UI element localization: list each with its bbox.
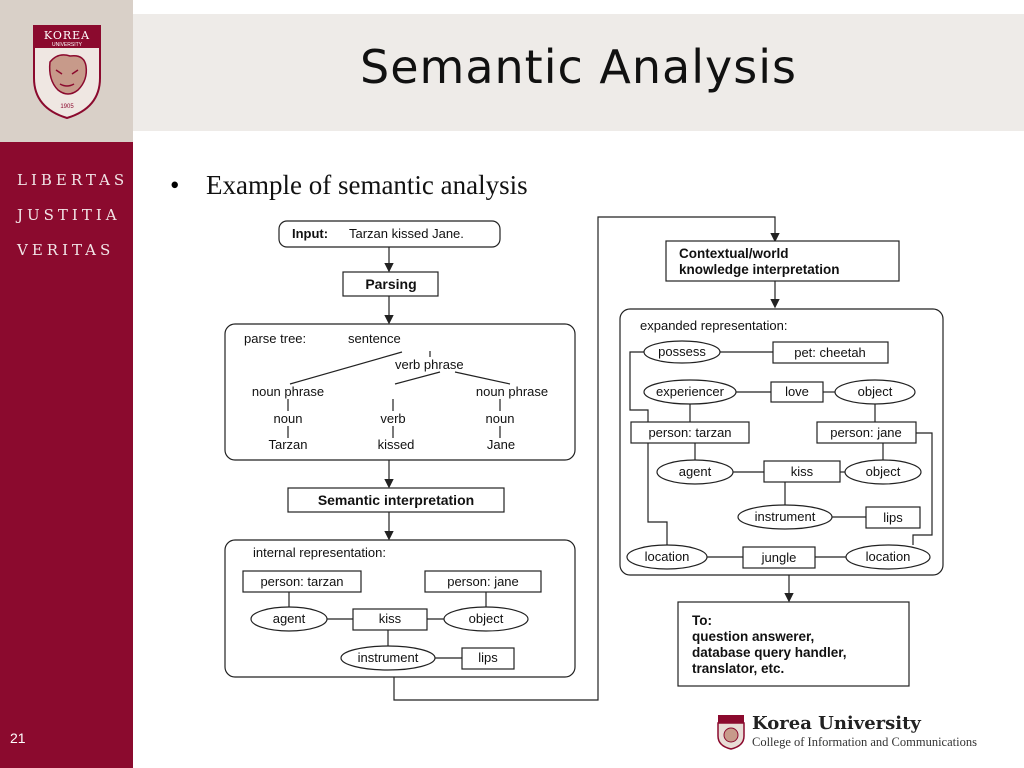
bullet-marker: •	[170, 170, 180, 200]
semantic-interpretation-box	[287, 487, 505, 513]
crest-sub-text: UNIVERSITY	[52, 42, 83, 48]
bullet-text: Example of semantic analysis	[206, 170, 528, 200]
internal-person-jane: person: jane	[447, 574, 519, 589]
parse-tree-panel	[224, 323, 576, 461]
logo-panel: KOREA UNIVERSITY 1905	[0, 0, 133, 142]
input-label: Input:	[292, 226, 328, 241]
to-line-3: database query handler,	[692, 645, 847, 660]
internal-representation-label: internal representation:	[253, 545, 386, 560]
expanded-instrument: instrument	[755, 509, 816, 524]
expanded-location-1: location	[645, 549, 690, 564]
expanded-object-2: object	[866, 464, 901, 479]
node-noun-1: noun	[274, 411, 303, 426]
to-line-2: question answerer,	[692, 629, 814, 644]
internal-kiss: kiss	[379, 611, 402, 626]
expanded-possess: possess	[658, 344, 706, 359]
expanded-object-1: object	[858, 384, 893, 399]
expanded-kiss: kiss	[791, 464, 814, 479]
node-tarzan: Tarzan	[268, 437, 307, 452]
motto-veritas: VERITAS	[17, 241, 115, 259]
motto-justitia: JUSTITIA	[17, 206, 121, 224]
contextual-line-1: Contextual/world	[679, 246, 789, 261]
expanded-agent: agent	[679, 464, 712, 479]
university-crest-icon: KOREA UNIVERSITY 1905	[33, 25, 101, 120]
footer-college-name: College of Information and Communication…	[752, 735, 977, 749]
internal-agent: agent	[273, 611, 306, 626]
internal-object: object	[469, 611, 504, 626]
crest-year: 1905	[60, 104, 74, 110]
expanded-pet-cheetah: pet: cheetah	[794, 345, 866, 360]
node-noun-2: noun	[486, 411, 515, 426]
parsing-label: Parsing	[365, 276, 416, 292]
motto-libertas: LIBERTAS	[17, 171, 129, 189]
contextual-box	[665, 240, 900, 282]
footer-crest-icon	[717, 715, 745, 750]
expanded-jungle: jungle	[761, 550, 797, 565]
expanded-person-jane: person: jane	[830, 425, 902, 440]
expanded-person-tarzan: person: tarzan	[648, 425, 731, 440]
slide-title: Semantic Analysis	[360, 40, 797, 94]
semantic-interpretation-label: Semantic interpretation	[318, 492, 474, 508]
node-noun-phrase-1: noun phrase	[252, 384, 324, 399]
expanded-location-2: location	[866, 549, 911, 564]
header-band	[133, 14, 1024, 131]
internal-instrument: instrument	[358, 650, 419, 665]
node-jane: Jane	[487, 437, 515, 452]
input-text: Tarzan kissed Jane.	[349, 226, 464, 241]
expanded-representation-label: expanded representation:	[640, 318, 787, 333]
node-noun-phrase-2: noun phrase	[476, 384, 548, 399]
internal-person-tarzan: person: tarzan	[260, 574, 343, 589]
node-verb: verb	[380, 411, 405, 426]
expanded-experiencer: experiencer	[656, 384, 725, 399]
expanded-lips: lips	[883, 510, 903, 525]
to-box	[677, 601, 910, 687]
contextual-line-2: knowledge interpretation	[679, 262, 840, 277]
slide-number: 21	[10, 730, 26, 746]
crest-top-text: KOREA	[44, 29, 90, 42]
footer-university-name: Korea University	[752, 713, 921, 734]
to-line-1: To:	[692, 613, 712, 628]
node-verb-phrase: verb phrase	[395, 357, 464, 372]
expanded-representation-panel	[619, 308, 944, 576]
parse-tree-label: parse tree:	[244, 331, 306, 346]
node-sentence: sentence	[348, 331, 401, 346]
parsing-box	[342, 271, 439, 297]
internal-lips: lips	[478, 650, 498, 665]
node-kissed: kissed	[378, 437, 415, 452]
expanded-love: love	[785, 384, 809, 399]
to-line-4: translator, etc.	[692, 661, 784, 676]
